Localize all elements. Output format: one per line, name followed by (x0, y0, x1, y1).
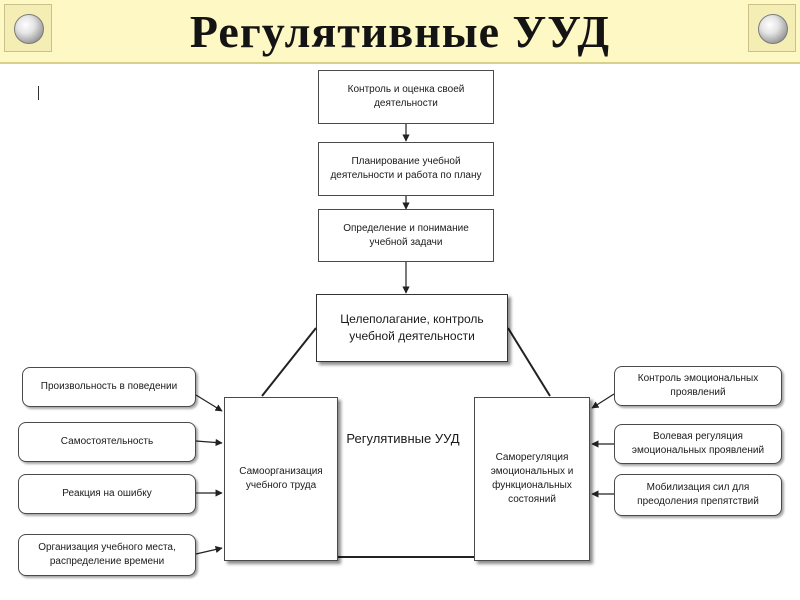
arrow-left-item-2 (195, 438, 223, 447)
box-independence: Самостоятельность (18, 422, 196, 462)
arrow-left-item-1 (195, 394, 223, 412)
arrow-right-item-1 (591, 393, 615, 409)
arrow-left-item-4 (195, 545, 223, 555)
box-volitional-regulation: Волевая регуляция эмоциональных проявлен… (614, 424, 782, 464)
box-voluntary-behavior: Произвольность в поведении (22, 367, 196, 407)
box-self-regulation: Саморегуляция эмоциональных и функционал… (474, 397, 590, 561)
line-goal-right-main (507, 327, 551, 397)
box-goal-setting: Целеполагание, контроль учебной деятельн… (316, 294, 508, 362)
box-self-organization: Самоорганизация учебного труда (224, 397, 338, 561)
corner-ornament-right (748, 4, 796, 52)
box-workplace-organization: Организация учебного места, распределени… (18, 534, 196, 576)
corner-ornament-left (4, 4, 52, 52)
slide-header: Регулятивные УУД (0, 0, 800, 64)
box-error-reaction: Реакция на ошибку (18, 474, 196, 514)
box-mobilization: Мобилизация сил для преодоления препятст… (614, 474, 782, 516)
sphere-icon (758, 14, 788, 44)
box-planning: Планирование учебной деятельности и рабо… (318, 142, 494, 196)
box-task-understanding: Определение и понимание учебной задачи (318, 209, 494, 262)
sphere-icon (14, 14, 44, 44)
text-cursor (38, 86, 39, 100)
box-control-evaluation: Контроль и оценка своей деятельности (318, 70, 494, 124)
box-emotion-control: Контроль эмоциональных проявлений (614, 366, 782, 406)
center-label: Регулятивные УУД (346, 431, 460, 446)
slide-title: Регулятивные УУД (189, 6, 611, 57)
line-goal-left-main (261, 327, 317, 397)
